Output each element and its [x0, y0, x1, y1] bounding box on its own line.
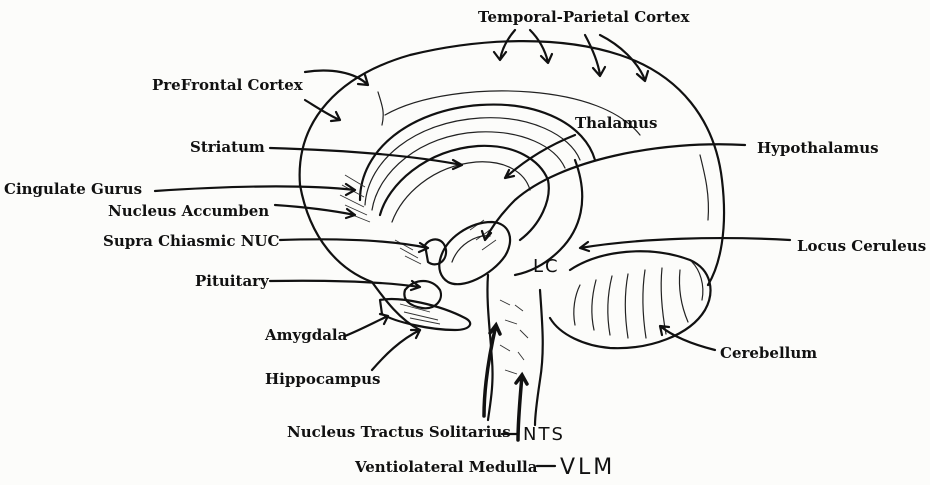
- brainstem-texture: [500, 300, 528, 374]
- label-vlm-full: Ventiolateral Medulla: [354, 458, 538, 476]
- amygdala-hippocampus-shape: [380, 299, 470, 330]
- label-lc-abbrev: LC: [533, 256, 560, 277]
- label-prefrontal: PreFrontal Cortex: [152, 76, 304, 94]
- thalamus-oval: [439, 222, 510, 284]
- label-pituitary: Pituitary: [195, 272, 270, 290]
- limbic-shading: [340, 175, 496, 264]
- label-amygdala: Amygdala: [264, 326, 348, 344]
- label-thalamus: Thalamus: [575, 114, 657, 132]
- brainstem-right: [535, 290, 543, 425]
- sulcus-1: [378, 92, 383, 125]
- label-hippocampus: Hippocampus: [265, 370, 380, 388]
- label-hypothalamus: Hypothalamus: [757, 139, 879, 157]
- label-locus-ceruleus: Locus Ceruleus: [797, 237, 926, 255]
- label-vlm-abbrev: VLM: [560, 455, 615, 480]
- label-nts-abbrev: NTS: [523, 424, 565, 445]
- cerebellum-outline: [550, 251, 710, 348]
- cerebellum-folia: [574, 262, 703, 338]
- cingulate-arc-3: [372, 132, 565, 210]
- label-cerebellum: Cerebellum: [720, 344, 817, 362]
- cortex-outline: [300, 41, 724, 285]
- label-cingulate: Cingulate Gurus: [4, 180, 142, 198]
- label-striatum: Striatum: [190, 138, 265, 156]
- sulcus-2: [700, 155, 708, 220]
- label-nts-full: Nucleus Tractus Solitarius: [287, 423, 511, 441]
- label-temporal-parietal: Temporal-Parietal Cortex: [478, 8, 691, 26]
- label-nucleus-accumben: Nucleus Accumben: [108, 202, 269, 220]
- frontal-lobe-lower: [300, 185, 420, 330]
- label-supra-chiasmic: Supra Chiasmic NUC: [103, 232, 279, 250]
